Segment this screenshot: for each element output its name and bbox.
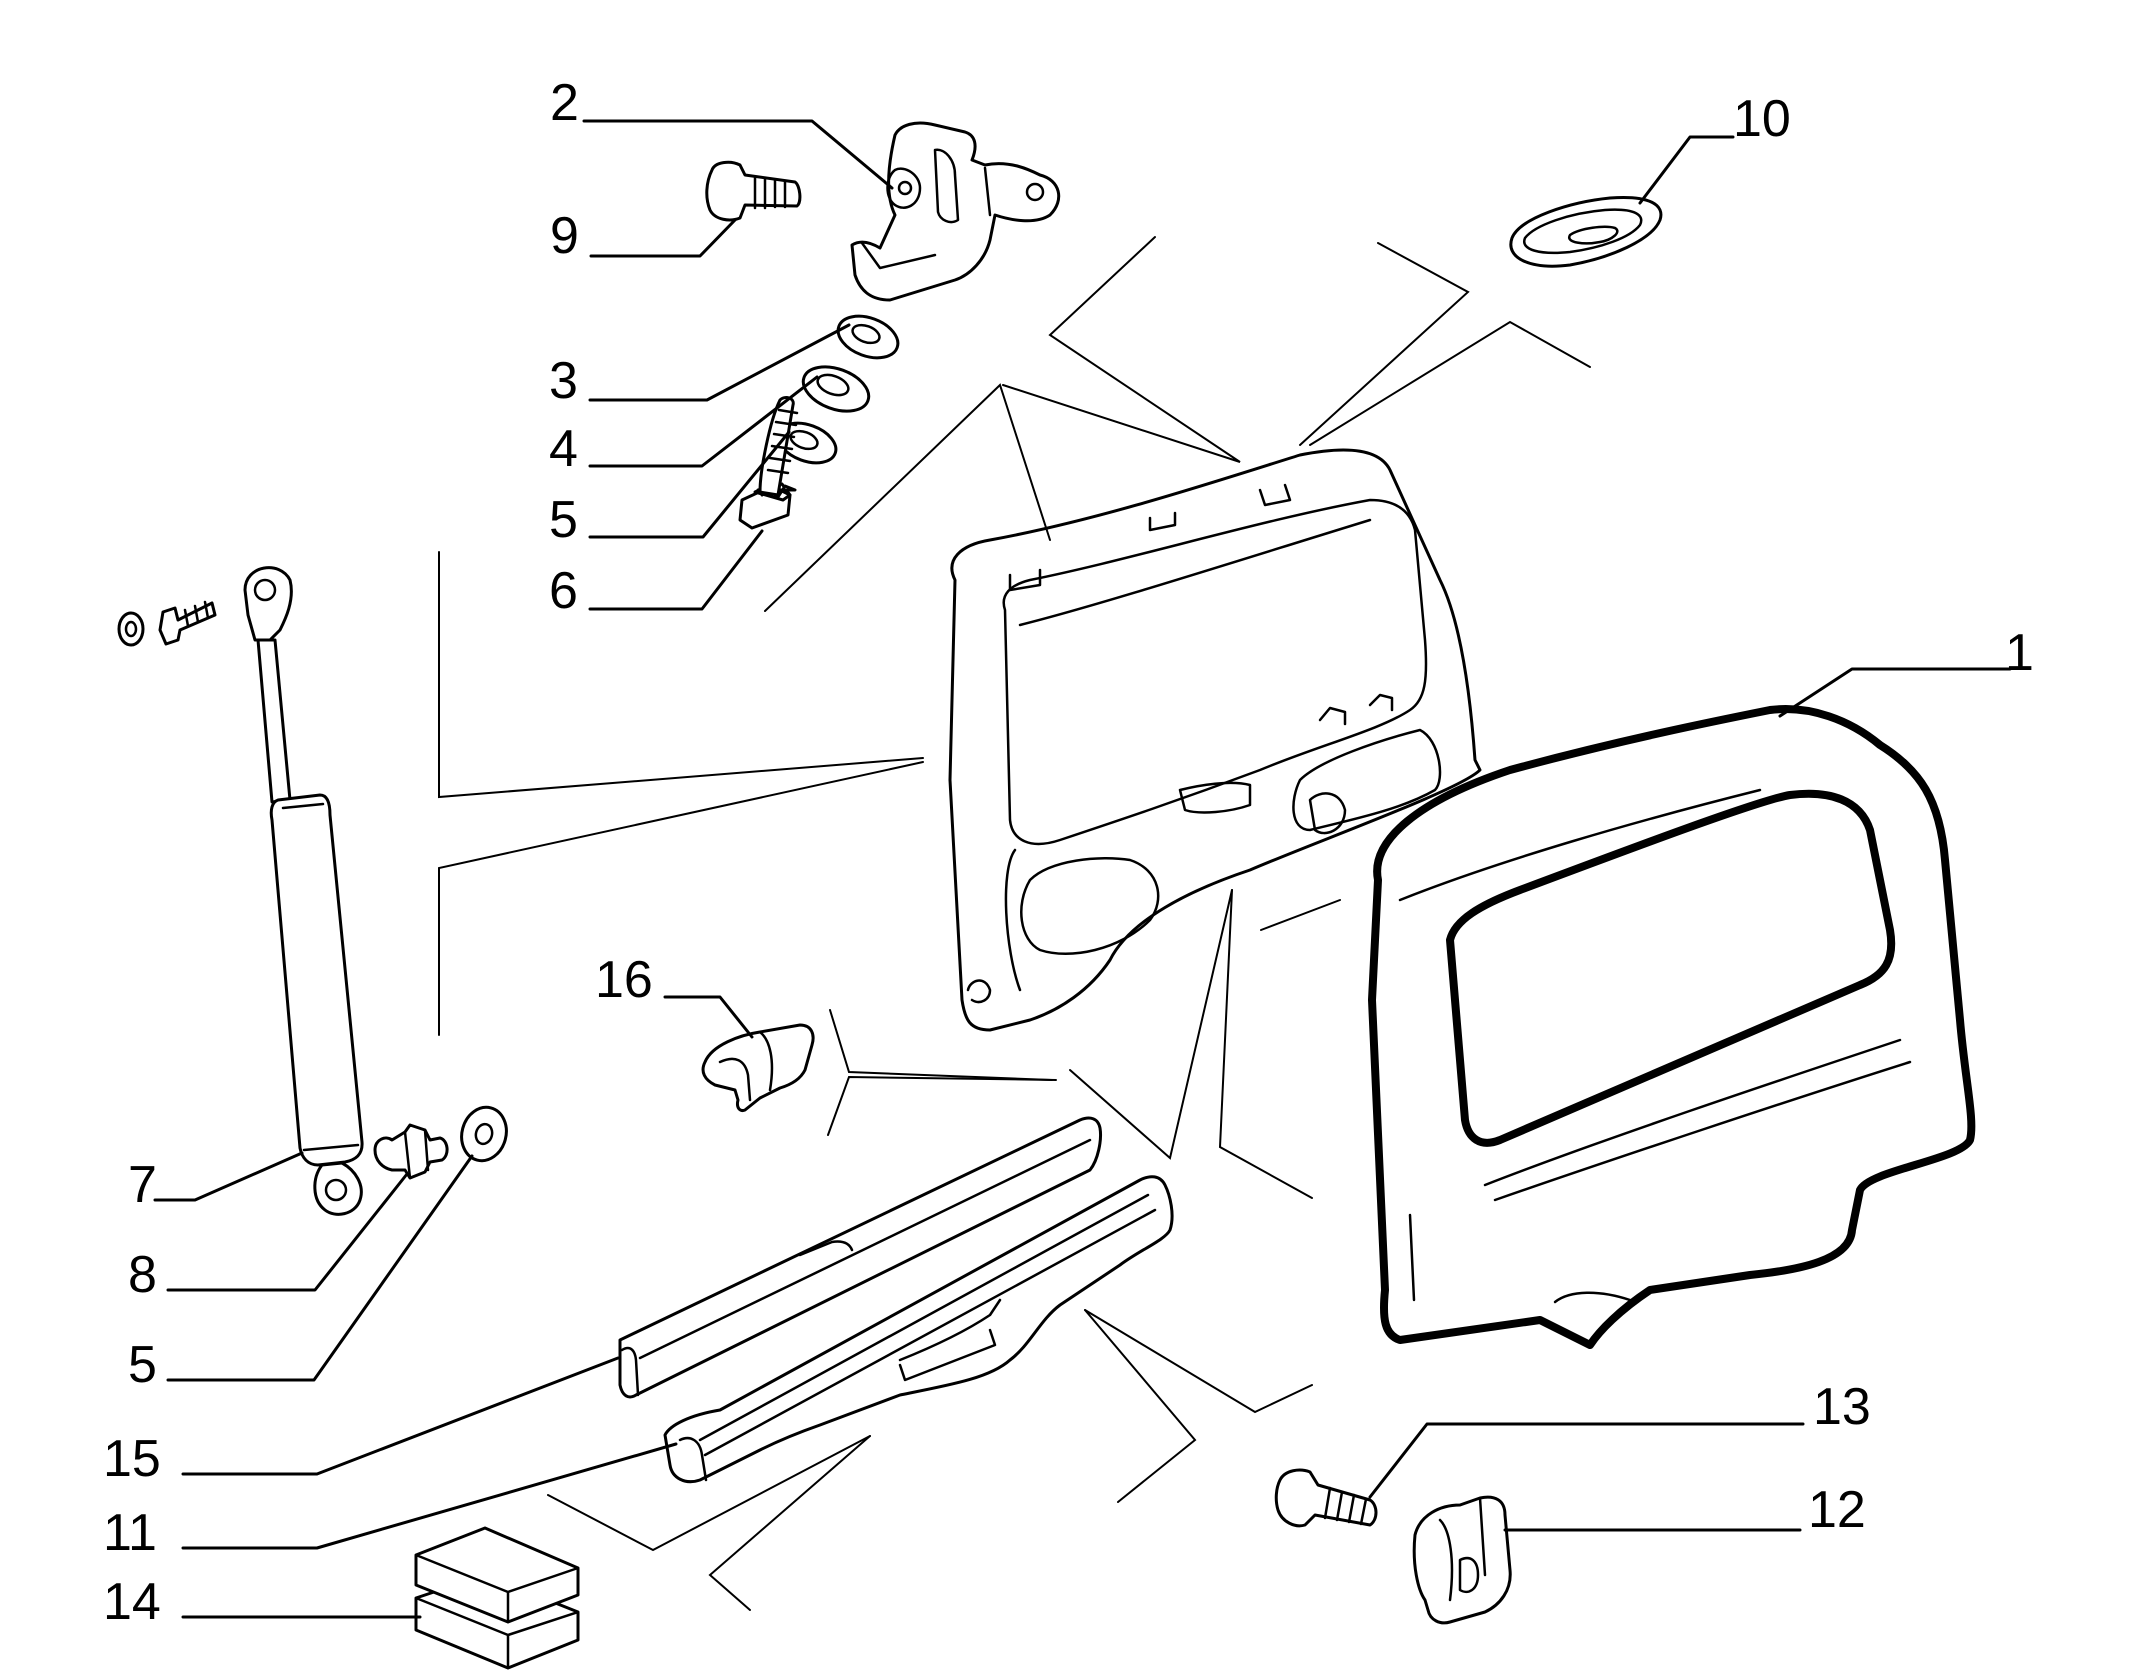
grommet-part-10 — [1509, 195, 1663, 268]
callout-9: 9 — [550, 207, 579, 265]
leader-1 — [1778, 667, 2012, 718]
trim-strip-part-15 — [618, 1116, 1102, 1399]
hinge-part — [850, 121, 1061, 302]
bolt-part-9 — [705, 160, 802, 222]
leader-9 — [589, 218, 737, 258]
callout-6: 6 — [549, 562, 578, 620]
callout-15: 15 — [103, 1430, 161, 1488]
callout-labels: 1 2 9 10 3 4 5 6 7 8 5 15 11 14 16 13 12 — [103, 74, 2034, 1631]
callout-11: 11 — [103, 1504, 157, 1562]
ball-stud-part-8 — [373, 1123, 449, 1180]
leader-5-top — [588, 430, 791, 539]
leader-6 — [588, 529, 764, 611]
tailgate-outer-panel — [1368, 705, 1976, 1349]
latch-part-12 — [1412, 1495, 1512, 1625]
callout-5-bottom: 5 — [128, 1336, 157, 1394]
screw-part-13 — [1274, 1468, 1378, 1528]
assembly-guide-lines — [438, 236, 1591, 1611]
callout-12: 12 — [1808, 1481, 1866, 1539]
callout-2: 2 — [550, 74, 579, 132]
clip-part-16 — [701, 1023, 815, 1112]
leader-2 — [582, 119, 894, 190]
callout-5-top: 5 — [549, 491, 578, 549]
leader-3 — [588, 323, 851, 402]
washer-part-3 — [836, 314, 900, 360]
callout-3: 3 — [549, 352, 578, 410]
callout-13: 13 — [1813, 1378, 1871, 1436]
tailgate-inner-frame — [948, 448, 1482, 1032]
callout-10: 10 — [1733, 90, 1791, 148]
leader-lines — [153, 119, 2012, 1619]
callout-4: 4 — [549, 420, 578, 478]
callout-7: 7 — [128, 1156, 157, 1214]
callout-16: 16 — [595, 951, 653, 1009]
leader-7 — [153, 1151, 304, 1202]
leader-8 — [166, 1172, 409, 1292]
leader-11 — [181, 1442, 678, 1550]
leader-15 — [181, 1356, 620, 1476]
screw-part-6 — [738, 396, 799, 530]
washer-part-5-lower — [460, 1105, 508, 1163]
leader-4 — [588, 375, 819, 468]
leader-10 — [1638, 135, 1735, 205]
lower-trim-part-11 — [663, 1175, 1174, 1484]
leader-13 — [1368, 1422, 1805, 1499]
gas-strut-part-7 — [243, 566, 364, 1216]
callout-1: 1 — [2005, 624, 2034, 682]
strut-top-fasteners — [117, 600, 217, 647]
washer-part-4 — [801, 365, 871, 413]
pads-part-14 — [414, 1526, 580, 1670]
leader-16 — [663, 995, 754, 1039]
leader-5-bottom — [166, 1154, 474, 1382]
callout-14: 14 — [103, 1573, 161, 1631]
callout-8: 8 — [128, 1246, 157, 1304]
